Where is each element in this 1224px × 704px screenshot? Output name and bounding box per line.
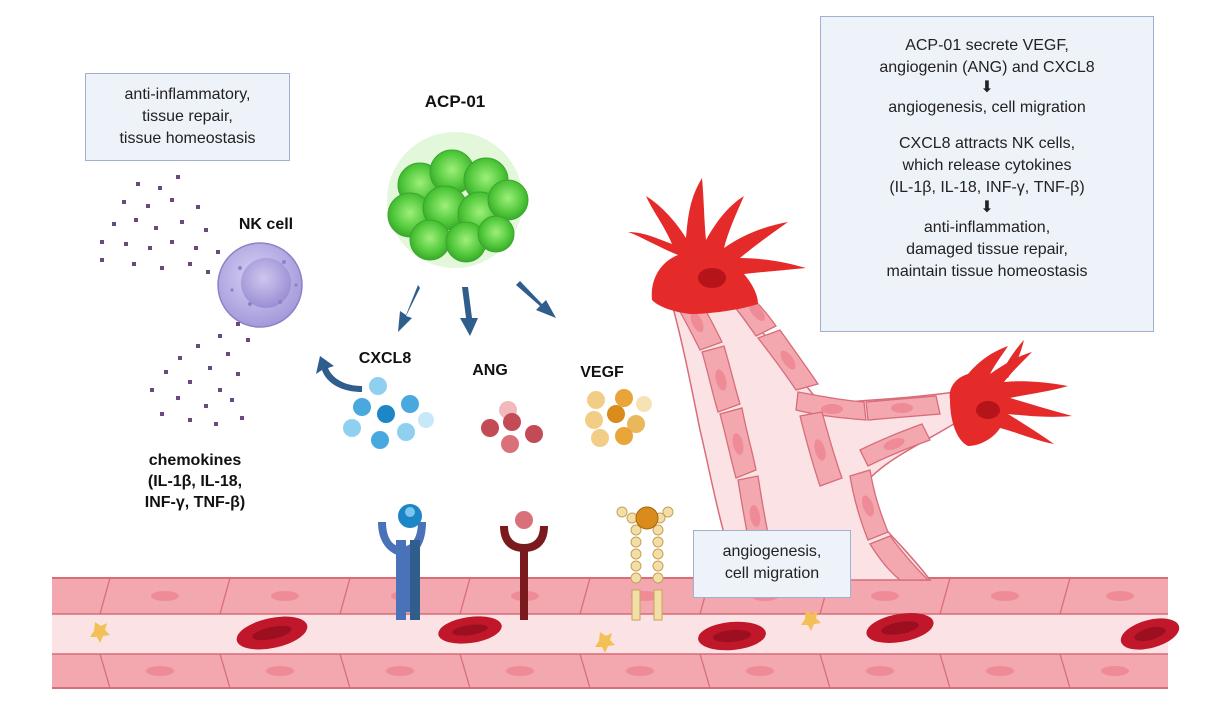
summary-box: ACP-01 secrete VEGF, angiogenin (ANG) an… xyxy=(820,16,1154,332)
chemokines-label: chemokines (IL-1β, IL-18, INF-γ, TNF-β) xyxy=(120,450,270,513)
chemokines-line: INF-γ, TNF-β) xyxy=(144,494,246,511)
chemokines-line: chemokines xyxy=(148,452,242,469)
nk-cell-label: NK cell xyxy=(238,216,294,233)
acp-01-cell-cluster xyxy=(387,132,529,268)
summary-line: which release cytokines xyxy=(902,157,1072,174)
red-blood-cells xyxy=(236,613,1180,651)
down-arrow-icon: ⬇ xyxy=(980,199,994,216)
summary-line: angiogenin (ANG) and CXCL8 xyxy=(879,59,1095,76)
cxcl8-receptor xyxy=(378,504,426,620)
ang-label: ANG xyxy=(472,362,508,379)
acp-01-label: ACP-01 xyxy=(424,92,486,111)
chemokines-line: (IL-1β, IL-18, xyxy=(147,473,243,490)
nk-cell xyxy=(217,242,303,328)
secretion-arrows xyxy=(316,281,556,392)
ang-molecules xyxy=(481,401,543,453)
summary-line: angiogenesis, cell migration xyxy=(888,99,1086,116)
anti-inflammatory-line: tissue homeostasis xyxy=(119,130,256,147)
down-arrow-icon: ⬇ xyxy=(980,79,994,96)
chemokine-dots xyxy=(100,175,250,426)
angiogenesis-line: angiogenesis, xyxy=(722,543,822,560)
anti-inflammatory-line: tissue repair, xyxy=(142,108,233,125)
anti-inflammatory-line: anti-inflammatory, xyxy=(124,86,251,103)
platelets xyxy=(90,610,821,653)
vegf-receptor xyxy=(616,506,674,621)
summary-line: CXCL8 attracts NK cells, xyxy=(898,135,1076,152)
summary-line: anti-inflammation, xyxy=(923,219,1051,236)
tip-cell-upper xyxy=(628,178,806,314)
cxcl8-molecules xyxy=(343,377,434,449)
blood-vessel xyxy=(52,577,1168,689)
sprouting-vessel xyxy=(666,289,961,581)
anti-inflammatory-box: anti-inflammatory, tissue repair, tissue… xyxy=(85,73,290,161)
summary-line: damaged tissue repair, xyxy=(906,241,1068,258)
angiogenesis-box: angiogenesis, cell migration xyxy=(693,530,851,598)
tip-cell-right xyxy=(949,340,1072,446)
spacer xyxy=(821,119,1153,133)
angiogenesis-line: cell migration xyxy=(724,565,820,582)
summary-line: maintain tissue homeostasis xyxy=(886,263,1088,280)
summary-line: (IL-1β, IL-18, INF-γ, TNF-β) xyxy=(889,179,1085,196)
cxcl8-label: CXCL8 xyxy=(358,350,412,367)
ang-receptor xyxy=(500,511,548,620)
summary-line: ACP-01 secrete VEGF, xyxy=(905,37,1069,54)
vegf-label: VEGF xyxy=(580,364,624,381)
vegf-molecules xyxy=(585,389,652,447)
